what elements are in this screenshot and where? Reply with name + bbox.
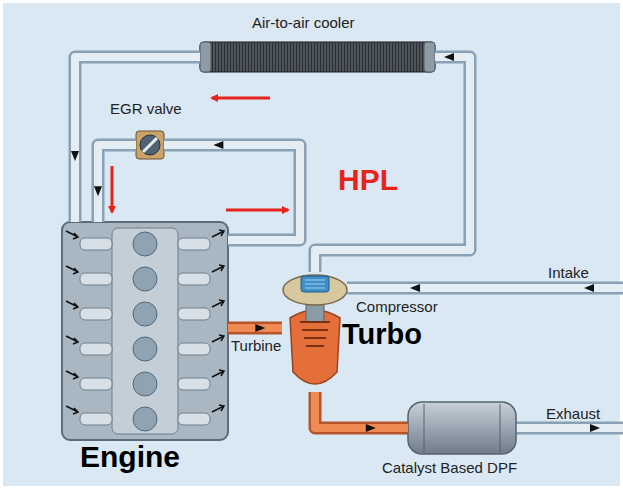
valve-label: EGR valve [110, 100, 182, 117]
engine-node: Engine [62, 222, 228, 440]
compressor-label: Compressor [356, 298, 438, 315]
flow-arrowhead [94, 186, 102, 196]
flow-arrowhead [213, 141, 223, 149]
turbine-label: Turbine [231, 337, 281, 354]
turbo-node: CompressorTurboTurbine [282, 272, 348, 392]
pipe [315, 392, 408, 432]
cooler-node: Air-to-air cooler [200, 42, 435, 72]
exhaust-pipe [515, 424, 623, 432]
pipe [228, 324, 282, 332]
cooler-label: Air-to-air cooler [252, 14, 355, 31]
turbocharger [283, 275, 347, 384]
egr-valve-symbol [136, 131, 164, 159]
dpf-label: Catalyst Based DPF [382, 459, 517, 476]
engine-label: Engine [80, 440, 180, 475]
intake-label: Intake [548, 264, 589, 281]
cooler-core [200, 42, 435, 72]
dpf-canister [408, 402, 516, 454]
exhaust-label: Exhaust [546, 405, 600, 422]
pipe [315, 53, 470, 272]
flow-arrowhead [444, 53, 454, 61]
dpf-node: Catalyst Based DPF [408, 402, 516, 454]
loop-label: HPL [338, 163, 398, 198]
turbo-label: Turbo [342, 318, 422, 351]
flow-arrowhead [255, 324, 265, 332]
engine-block [62, 222, 228, 440]
intake-pipe [347, 284, 623, 292]
egr-valve-node: EGR valve [136, 131, 164, 159]
pipe [94, 145, 136, 222]
flow-arrowhead [366, 424, 376, 432]
flow-arrowhead [71, 151, 79, 161]
pipe [164, 141, 300, 240]
